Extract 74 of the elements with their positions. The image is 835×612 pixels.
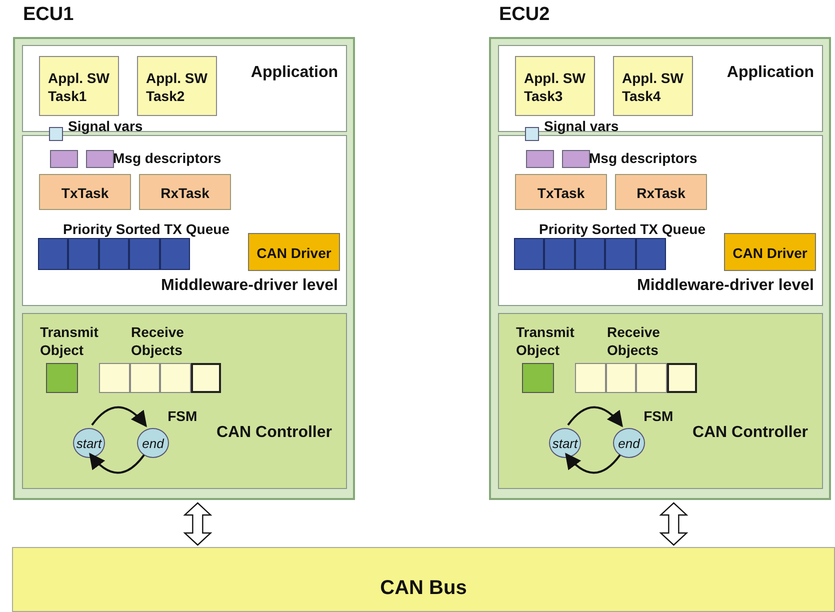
layer-panel [22, 135, 347, 306]
box-label: CAN Driver [256, 244, 332, 262]
descriptor-square [562, 150, 590, 168]
task-label: Appl. SW Task2 [146, 69, 208, 105]
state-label: start [551, 435, 579, 453]
task-box [39, 56, 119, 116]
fsm-label: FSM [644, 407, 674, 425]
state-circle [549, 428, 581, 458]
node-caption: Transmit Object [516, 323, 576, 359]
node-caption: Priority Sorted TX Queue [539, 220, 706, 238]
task-box [139, 174, 231, 210]
box-label: RxTask [636, 184, 686, 202]
bus-label: CAN Bus [379, 579, 468, 597]
curved-arrow [91, 406, 148, 428]
node-caption: Msg descriptors [113, 149, 222, 167]
task-box [515, 174, 607, 210]
state-label: end [141, 435, 166, 453]
curved-arrow [88, 452, 145, 474]
signal-square [525, 127, 539, 141]
node-caption: Transmit Object [40, 323, 100, 359]
state-circle [137, 428, 169, 458]
driver-box [248, 233, 340, 271]
layer-label: Application [726, 64, 814, 82]
fsm-label: FSM [168, 407, 198, 425]
curved-arrow [567, 406, 624, 428]
task-label: Appl. SW Task1 [48, 69, 110, 105]
bus-bar [12, 547, 835, 612]
receive-bar [575, 363, 697, 393]
double-arrow [183, 502, 212, 546]
driver-box [724, 233, 816, 271]
state-label: end [617, 435, 642, 453]
signal-square [49, 127, 63, 141]
receive-bar [99, 363, 221, 393]
transmit-square [522, 363, 554, 393]
task-box [137, 56, 217, 116]
layer-panel [22, 45, 347, 132]
node-caption: Receive Objects [131, 323, 185, 359]
node-caption: Priority Sorted TX Queue [63, 220, 230, 238]
queue-bar [38, 238, 190, 270]
task-label: Appl. SW Task4 [622, 69, 684, 105]
box-label: RxTask [160, 184, 210, 202]
layer-label: Middleware-driver level [637, 277, 814, 295]
layer-panel [498, 135, 823, 306]
double-arrow [659, 502, 688, 546]
ecu-title: ECU2 [499, 6, 550, 24]
ecu-title: ECU1 [23, 6, 74, 24]
state-circle [73, 428, 105, 458]
task-box [515, 56, 595, 116]
descriptor-square [50, 150, 78, 168]
node-caption: Msg descriptors [589, 149, 698, 167]
controller-panel [498, 313, 823, 489]
task-label: Appl. SW Task3 [524, 69, 586, 105]
layer-label: Middleware-driver level [161, 277, 338, 295]
box-label: TxTask [536, 184, 586, 202]
node-caption: Signal vars [68, 117, 144, 135]
task-box [613, 56, 693, 116]
task-box [615, 174, 707, 210]
queue-bar [514, 238, 666, 270]
layer-label: CAN Controller [692, 424, 808, 442]
node-caption: Receive Objects [607, 323, 661, 359]
controller-panel [22, 313, 347, 489]
state-label: start [75, 435, 103, 453]
transmit-square [46, 363, 78, 393]
box-label: CAN Driver [732, 244, 808, 262]
node-caption: Signal vars [544, 117, 620, 135]
curved-arrow [564, 452, 621, 474]
layer-panel [498, 45, 823, 132]
layer-label: Application [250, 64, 338, 82]
state-circle [613, 428, 645, 458]
descriptor-square [526, 150, 554, 168]
box-label: TxTask [60, 184, 110, 202]
layer-label: CAN Controller [216, 424, 332, 442]
descriptor-square [86, 150, 114, 168]
task-box [39, 174, 131, 210]
